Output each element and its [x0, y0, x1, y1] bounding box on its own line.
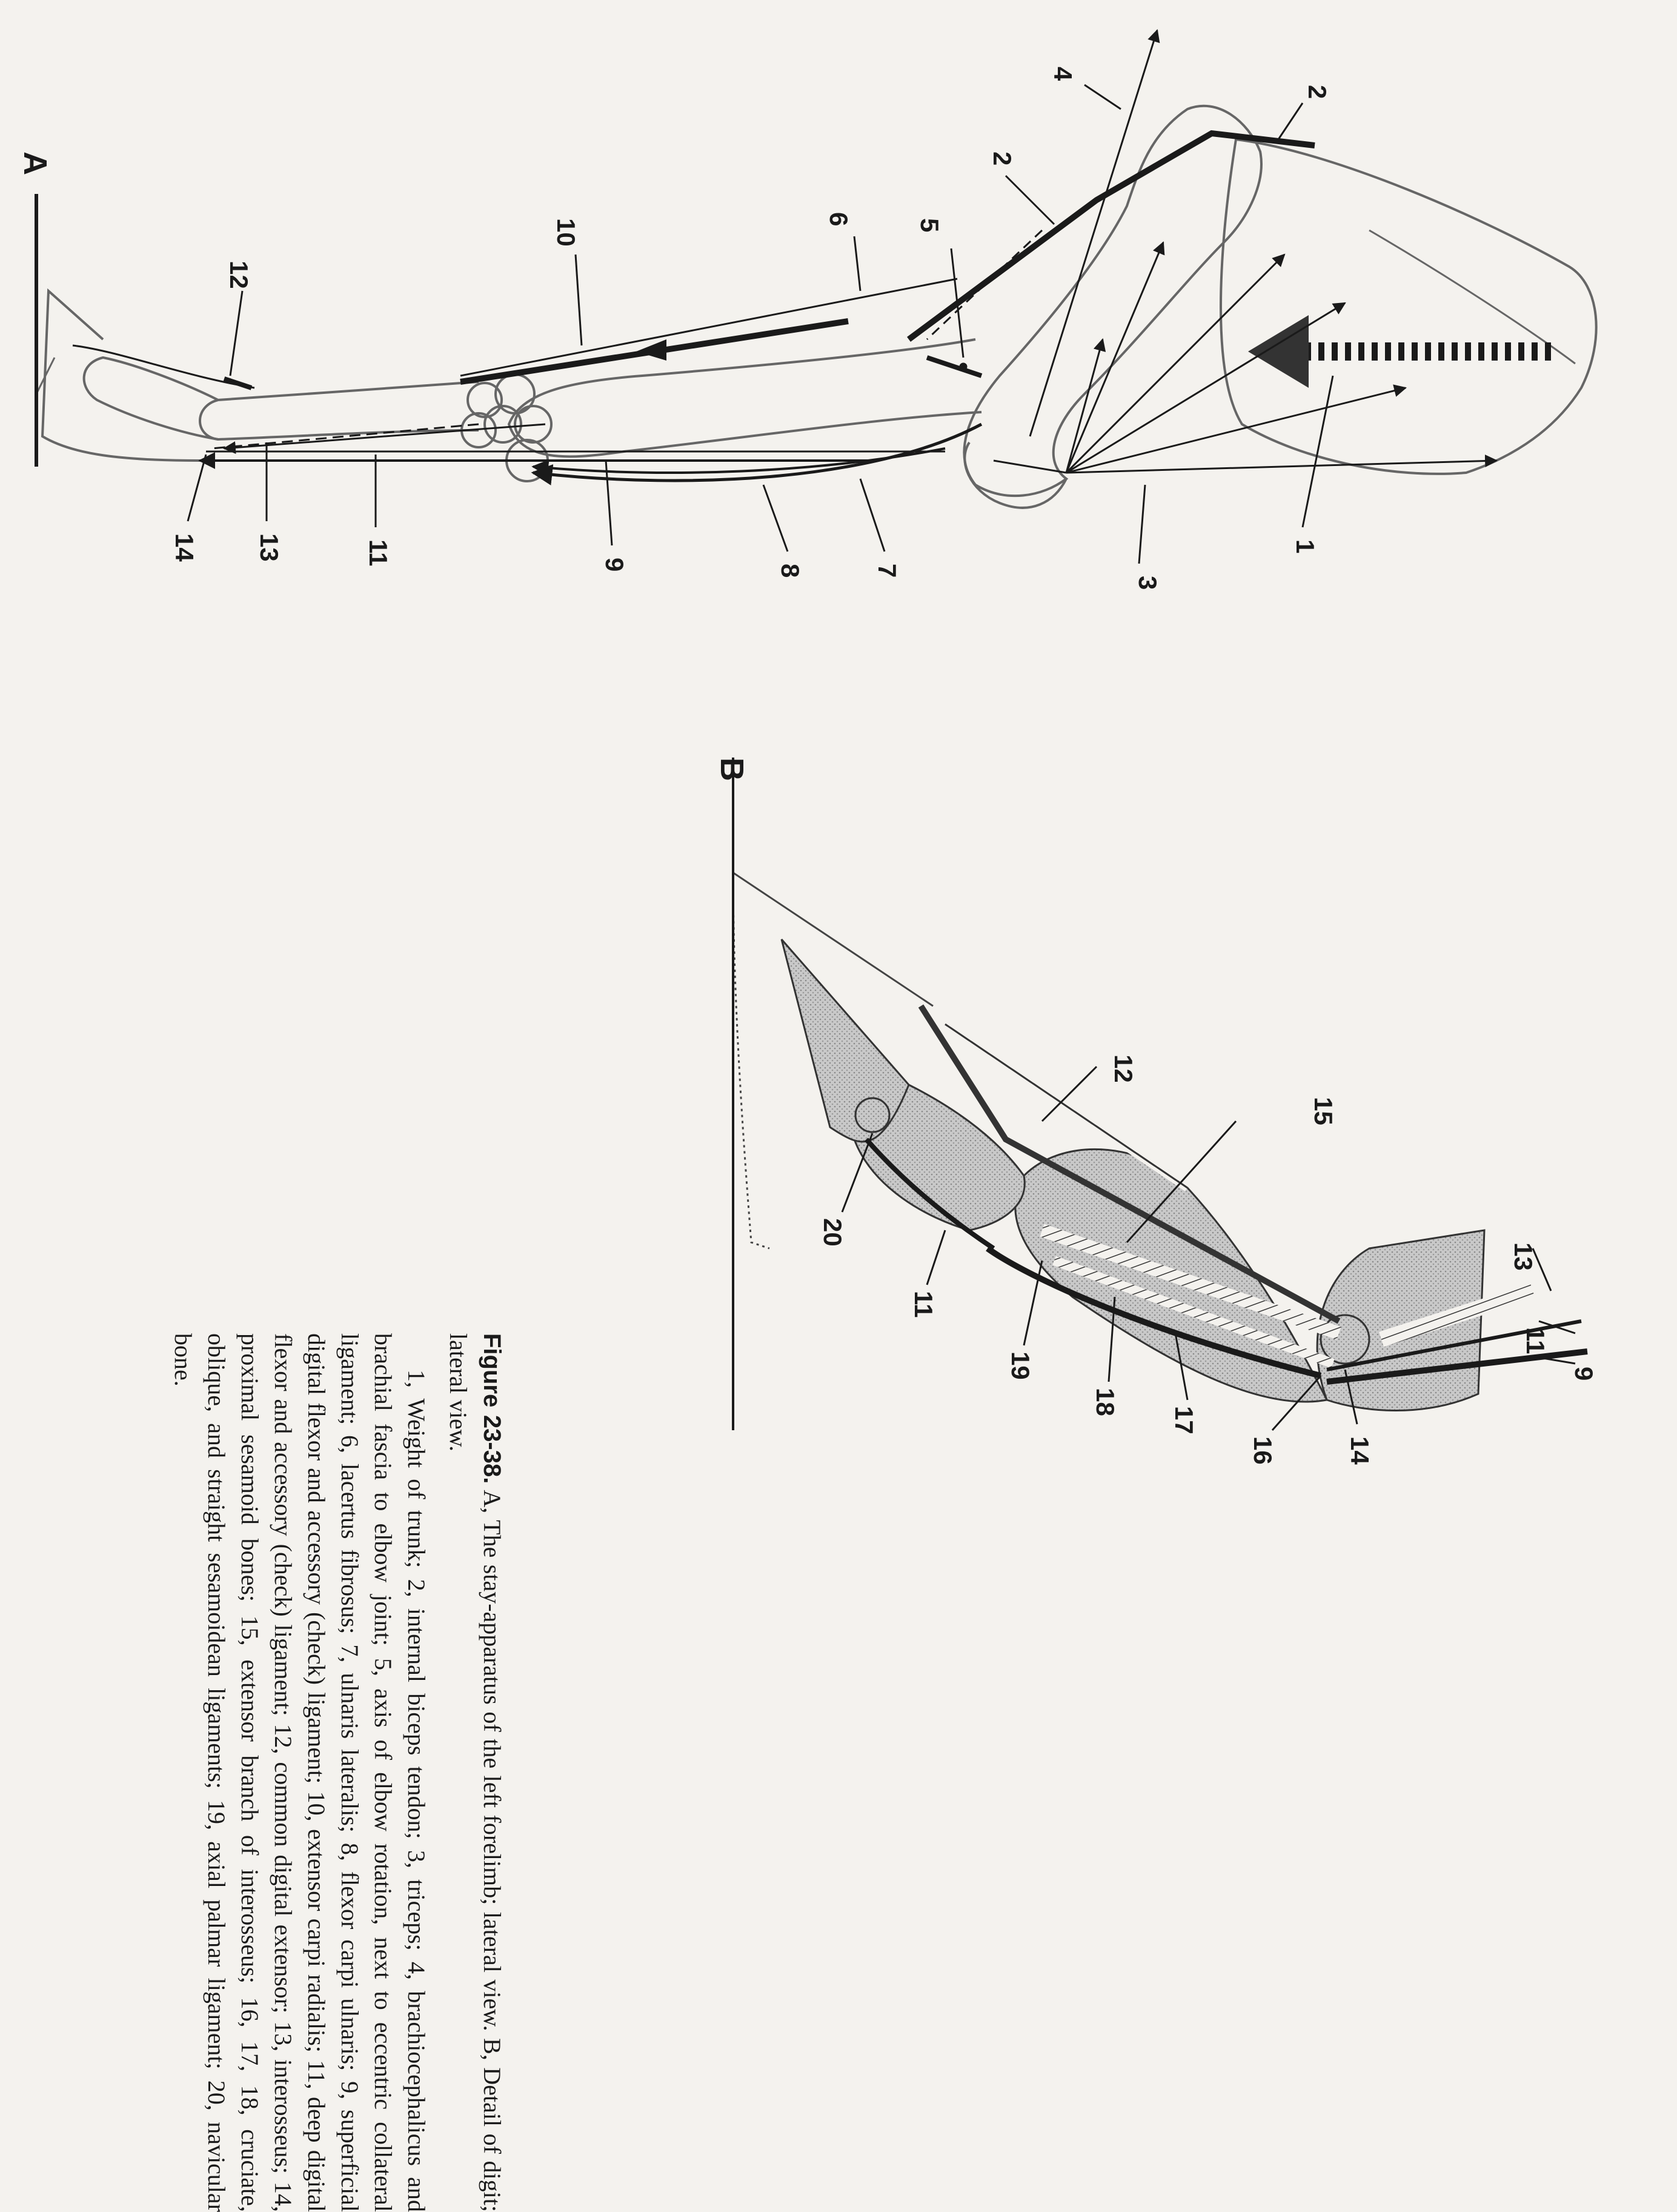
callout-12: 12	[225, 261, 253, 289]
sesamoidean-ligaments	[1040, 1224, 1341, 1340]
figure-label: Figure 23-38.	[479, 1333, 505, 1484]
callout-b-13: 13	[1509, 1242, 1538, 1271]
callout-5: 5	[915, 218, 944, 232]
deep-flexor-insertion	[864, 1138, 995, 1251]
scapula	[1220, 138, 1598, 475]
proximal-sesamoid	[1320, 1314, 1370, 1365]
panel-b-leaders	[841, 1065, 1576, 1431]
figure-scene: 1 2 2 3 4 5 6 7 8 9 10 11 12 13 14 A	[17, 28, 1598, 1465]
extensor-branch	[918, 1004, 1341, 1324]
panel-b-letter: B	[714, 758, 750, 781]
panel-b-callouts: 9 11 13 12 15 14 16 17 18 19 11 20 B	[714, 758, 1598, 1465]
callout-b-11b: 11	[909, 1291, 938, 1318]
callout-13: 13	[255, 533, 284, 562]
callout-b-17: 17	[1170, 1406, 1198, 1434]
callout-10: 10	[552, 218, 580, 247]
radius-ulna	[507, 338, 982, 458]
callout-1: 1	[1291, 539, 1320, 553]
panel-a-leaders	[187, 84, 1334, 564]
callout-7: 7	[873, 564, 902, 578]
callout-b-14: 14	[1346, 1436, 1374, 1465]
hoof-wall	[732, 871, 934, 1007]
panel-a-forelimb	[35, 104, 1598, 509]
panel-a-callouts: 1 2 2 3 4 5 6 7 8 9 10 11 12 13 14 A	[17, 67, 1332, 590]
callout-b-18: 18	[1091, 1388, 1120, 1416]
figure-legend: 1, Weight of trunk; 2, internal biceps t…	[170, 1333, 430, 2212]
callout-14: 14	[170, 533, 199, 562]
callout-b-12: 12	[1109, 1054, 1138, 1083]
interosseus-hatched	[1379, 1283, 1535, 1347]
coffin-bone	[780, 939, 910, 1143]
callout-6: 6	[825, 212, 853, 226]
callout-b-20: 20	[819, 1218, 847, 1247]
caption-title-line: Figure 23-38.A, The stay-apparatus of th…	[442, 1333, 509, 2212]
metacarpus	[199, 381, 479, 441]
figure-caption: Figure 23-38.A, The stay-apparatus of th…	[167, 1333, 509, 2212]
olecranon	[963, 441, 1068, 509]
callout-11: 11	[364, 539, 393, 566]
callout-8: 8	[776, 564, 805, 578]
callout-b-11a: 11	[1521, 1327, 1550, 1354]
navicular-bone	[854, 1097, 891, 1133]
callout-b-15: 15	[1309, 1097, 1338, 1125]
scapular-spine	[1369, 229, 1576, 365]
callout-b-9: 9	[1570, 1367, 1598, 1381]
pastern-bones	[82, 356, 219, 441]
hoof	[41, 288, 201, 462]
callout-3: 3	[1134, 576, 1162, 590]
carpal-bones	[460, 373, 553, 482]
deep-flexor	[986, 1245, 1322, 1379]
panel-a-structures	[35, 28, 1551, 485]
callout-b-16: 16	[1249, 1436, 1277, 1465]
callout-4: 4	[1049, 67, 1077, 81]
callout-2b: 2	[1303, 85, 1332, 99]
panel-a-letter: A	[17, 152, 53, 175]
callout-9: 9	[600, 558, 629, 571]
callout-b-19: 19	[1006, 1351, 1035, 1380]
hoof-sole	[732, 872, 770, 1250]
panel-b-digit	[732, 758, 1588, 1430]
callout-2a: 2	[988, 152, 1017, 165]
